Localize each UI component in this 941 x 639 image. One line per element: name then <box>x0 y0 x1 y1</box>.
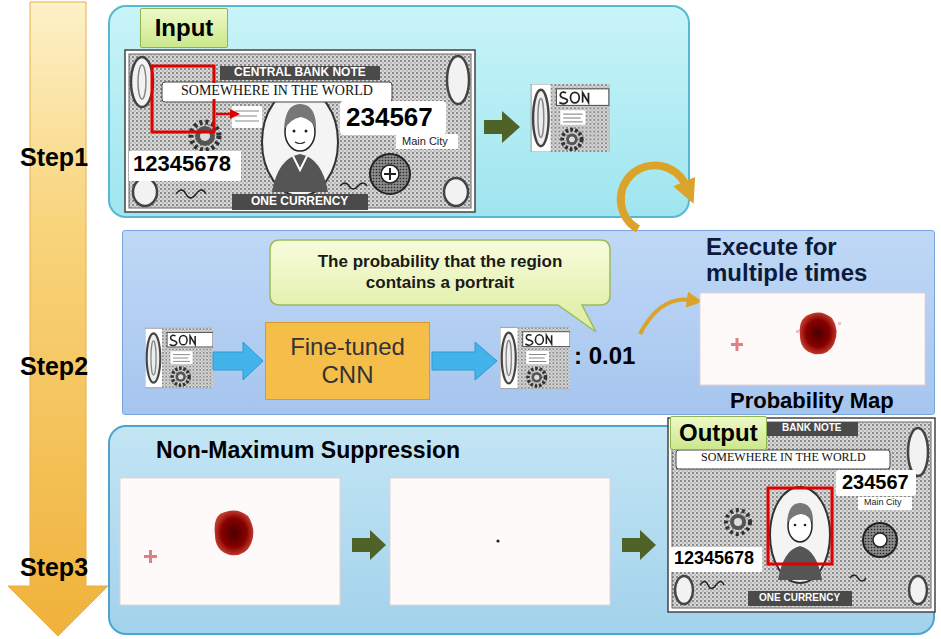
number-patch <box>670 547 762 572</box>
banknote-text: Main City <box>862 497 904 507</box>
step-label: Step3 <box>8 553 100 582</box>
gear-emblem <box>734 518 742 526</box>
callout-outline <box>270 240 610 332</box>
probability-blob <box>215 510 254 555</box>
portrait-mouth <box>295 142 305 144</box>
portrait-hair <box>284 104 316 131</box>
corner-ornament <box>909 576 927 604</box>
banknote-text: Main City <box>400 135 450 148</box>
probability-blob <box>800 312 837 354</box>
step-label: Step1 <box>8 143 100 172</box>
portrait-oval <box>262 88 338 196</box>
cropped-region <box>145 328 213 388</box>
portrait-shoulders <box>272 154 328 192</box>
emblem <box>370 154 410 194</box>
banknote-band <box>162 82 392 102</box>
loop-caption: Execute for multiple times <box>706 234 896 287</box>
fine-print <box>235 111 259 121</box>
emblem <box>381 165 399 183</box>
text-patch <box>396 134 458 149</box>
banknote-band <box>676 450 890 469</box>
portrait-eye <box>305 130 308 133</box>
portrait-oval <box>770 487 830 583</box>
banknote-frame <box>125 50 475 212</box>
serial-number: 12345678 <box>672 548 756 569</box>
corner-ornament <box>131 57 153 107</box>
fine-print <box>232 106 262 128</box>
signature <box>850 575 866 581</box>
banknote-heading: CENTRAL BANK NOTE <box>229 66 371 80</box>
signature <box>340 183 367 189</box>
process-box: Fine-tuned CNN <box>265 322 430 400</box>
serial-number: 12345678 <box>131 151 233 176</box>
portrait-eye <box>794 524 797 527</box>
panel-heading: Non-Maximum Suppression <box>156 437 460 464</box>
signature <box>700 582 724 589</box>
banknote-band <box>748 591 852 606</box>
step-label: Step2 <box>8 352 100 381</box>
probability-map <box>700 293 925 385</box>
banknote-band <box>220 66 380 80</box>
gear-emblem <box>730 514 746 530</box>
slide-arrow <box>216 113 232 116</box>
probability-spot <box>796 330 799 333</box>
score-value: : 0.01 <box>574 342 635 370</box>
gear-emblem <box>195 126 215 146</box>
probability-spot <box>838 322 841 325</box>
probability-map <box>120 478 340 605</box>
emblem <box>863 523 897 557</box>
serial-number: 234567 <box>840 471 911 494</box>
banknote-band <box>232 194 368 210</box>
portrait-eye <box>293 130 296 133</box>
portrait-hair <box>787 503 813 525</box>
process-label: Fine-tuned CNN <box>272 333 423 388</box>
emblem <box>873 533 887 547</box>
banknote-heading: BANK NOTE <box>777 422 846 434</box>
cropped-region <box>531 84 609 152</box>
portrait-collar <box>293 156 307 170</box>
corner-ornament <box>138 65 146 99</box>
corner-ornament <box>675 576 693 604</box>
number-patch <box>129 151 241 181</box>
corner-ornament <box>447 56 469 104</box>
callout-text: The probability that the region contains… <box>290 252 590 293</box>
banknote-text: ONE CURRENCY <box>246 195 353 209</box>
map-caption: Probability Map <box>730 388 894 413</box>
output-tag: Output <box>670 416 767 450</box>
emblem <box>384 168 396 180</box>
probability-spot <box>149 550 152 563</box>
maximum-point <box>496 539 499 542</box>
banknote-pattern <box>129 54 471 208</box>
corner-ornament <box>444 178 468 206</box>
flow-arrow <box>8 2 108 636</box>
probability-spot <box>736 338 739 351</box>
corner-ornament <box>908 428 928 476</box>
callout-bubble: The probability that the region contains… <box>270 240 610 305</box>
input-tag: Input <box>140 8 228 48</box>
signature <box>176 190 206 198</box>
suppressed-map <box>390 478 610 605</box>
gear-emblem <box>726 510 750 534</box>
tag-label: Input <box>155 14 214 42</box>
portrait-eye <box>804 524 807 527</box>
serial-number: 234567 <box>344 103 435 133</box>
number-patch <box>836 470 916 496</box>
text-patch <box>858 497 912 510</box>
detection-box <box>768 488 832 564</box>
corner-ornament <box>133 178 157 206</box>
banknote-text: SOMEWHERE IN THE WORLD <box>698 451 869 465</box>
banknote-text: SOMEWHERE IN THE WORLD <box>178 83 376 99</box>
number-patch <box>340 101 446 135</box>
tag-label: Output <box>679 419 758 447</box>
cropped-region <box>500 327 570 388</box>
banknote-text: ONE CURRENCY <box>754 592 845 604</box>
